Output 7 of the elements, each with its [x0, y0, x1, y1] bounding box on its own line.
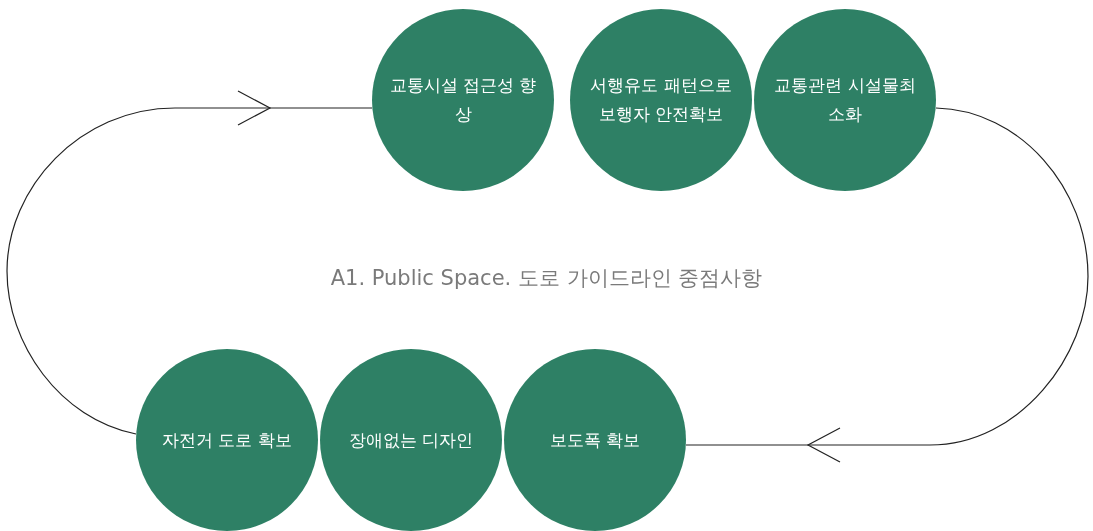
- circle-label: 보도폭 확보: [548, 428, 642, 452]
- circle-label: 서행유도 패턴으로 보행자 안전확보: [589, 74, 733, 126]
- circle-label: 장애없는 디자인: [347, 428, 475, 452]
- circle-label: 자전거 도로 확보: [161, 428, 293, 452]
- title: A1. Public Space. 도로 가이드라인 중점사항: [329, 265, 764, 292]
- circle-label: 교통관련 시설물최소화: [773, 74, 917, 126]
- circle-label: 교통시설 접근성 향상: [388, 74, 538, 126]
